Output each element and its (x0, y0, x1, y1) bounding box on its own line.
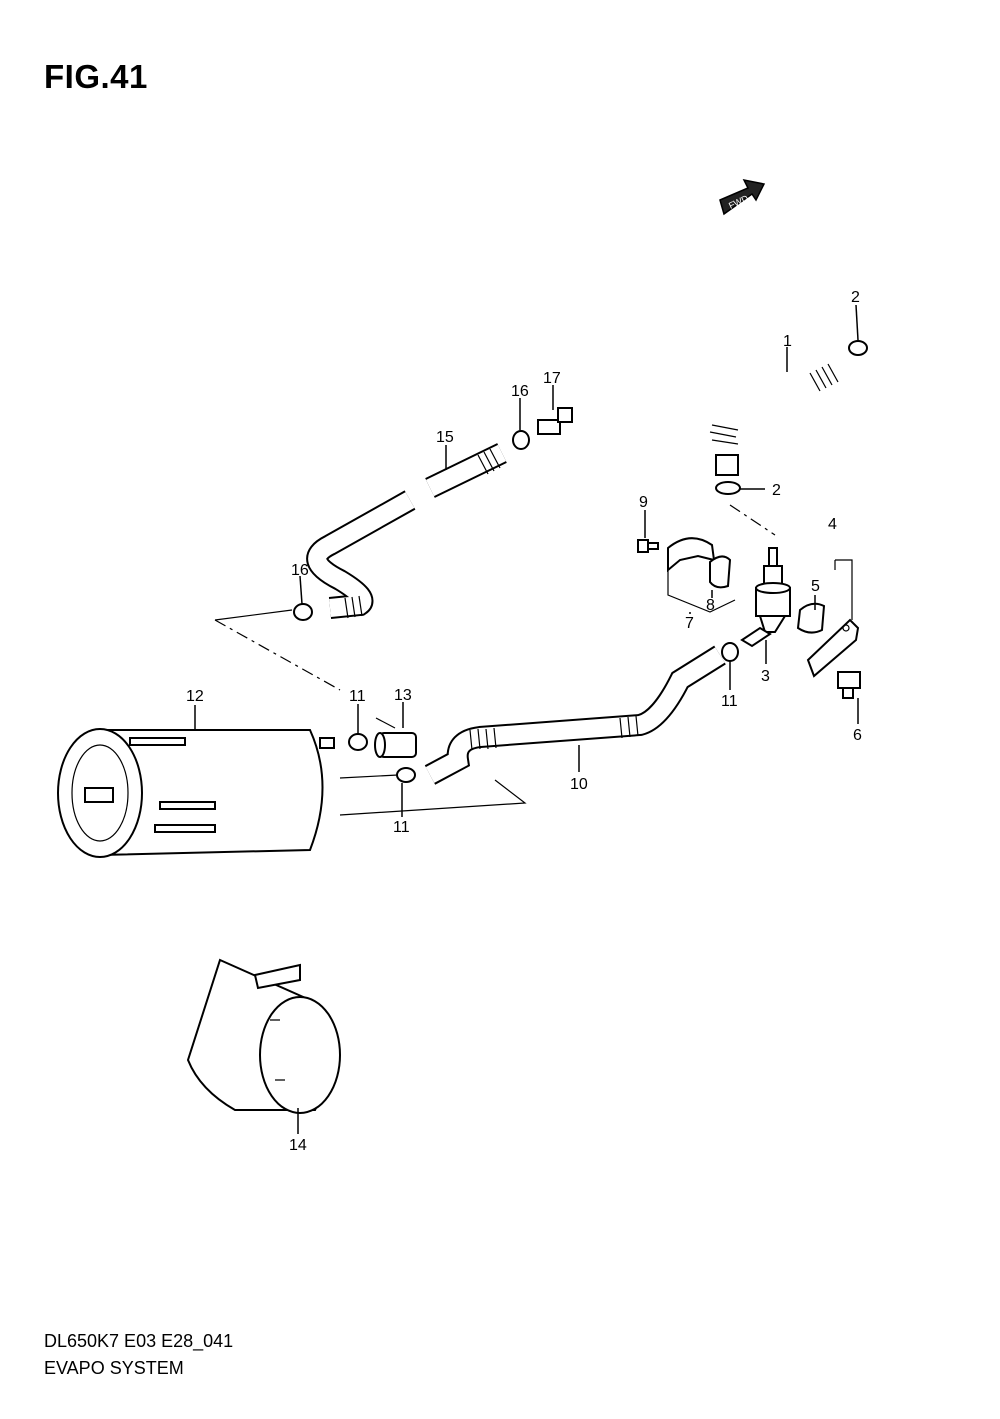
callout-4: 4 (828, 516, 837, 533)
callout-13: 13 (394, 687, 412, 704)
callout-2-upper: 2 (851, 289, 860, 306)
callout-11-lower-left: 11 (393, 819, 410, 836)
callout-16-upper: 16 (511, 383, 529, 400)
callout-5: 5 (811, 578, 820, 595)
part-13-sleeve (374, 732, 417, 758)
part-1-hose (709, 345, 858, 476)
part-2-clamp-lower (715, 481, 741, 495)
callout-16-lower: 16 (291, 562, 309, 579)
part-11-clamp-upper-left (348, 733, 368, 751)
forward-direction-arrow: FWD (719, 178, 766, 216)
callout-7: 7 (685, 615, 694, 632)
part-9-screw (637, 539, 659, 553)
part-14-cover (186, 958, 341, 1114)
part-8-cushion (709, 555, 732, 589)
part-17-joint (537, 407, 573, 435)
part-6-bolt (837, 671, 861, 699)
callout-2-lower: 2 (772, 482, 781, 499)
part-15-hose (306, 443, 507, 619)
part-12-canister (57, 728, 335, 858)
callout-8: 8 (706, 597, 715, 614)
callout-6: 6 (853, 727, 862, 744)
part-5-rubber-mount (796, 602, 826, 634)
callout-15: 15 (436, 429, 454, 446)
part-3-valve (740, 547, 791, 648)
part-11-clamp-lower-left (396, 767, 416, 783)
callout-17: 17 (543, 370, 561, 387)
part-2-clamp-upper (848, 340, 868, 356)
part-16-clamp-upper (512, 430, 530, 450)
callout-12: 12 (186, 688, 204, 705)
callout-10: 10 (570, 776, 588, 793)
part-7-clamp-bracket (667, 537, 716, 573)
callout-9: 9 (639, 494, 648, 511)
callout-11-right: 11 (721, 693, 738, 710)
part-4-bracket (806, 618, 860, 678)
part-16-clamp-lower (293, 603, 313, 621)
callout-11-upper-left: 11 (349, 688, 366, 705)
callout-3: 3 (761, 668, 770, 685)
section-name: EVAPO SYSTEM (44, 1358, 184, 1378)
part-10-hose (424, 645, 726, 785)
figure-title: FIG.41 (44, 58, 148, 95)
callout-1: 1 (783, 333, 792, 350)
part-11-clamp-right (721, 642, 739, 662)
model-code: DL650K7 E03 E28_041 (44, 1331, 234, 1351)
callout-14: 14 (289, 1137, 307, 1154)
